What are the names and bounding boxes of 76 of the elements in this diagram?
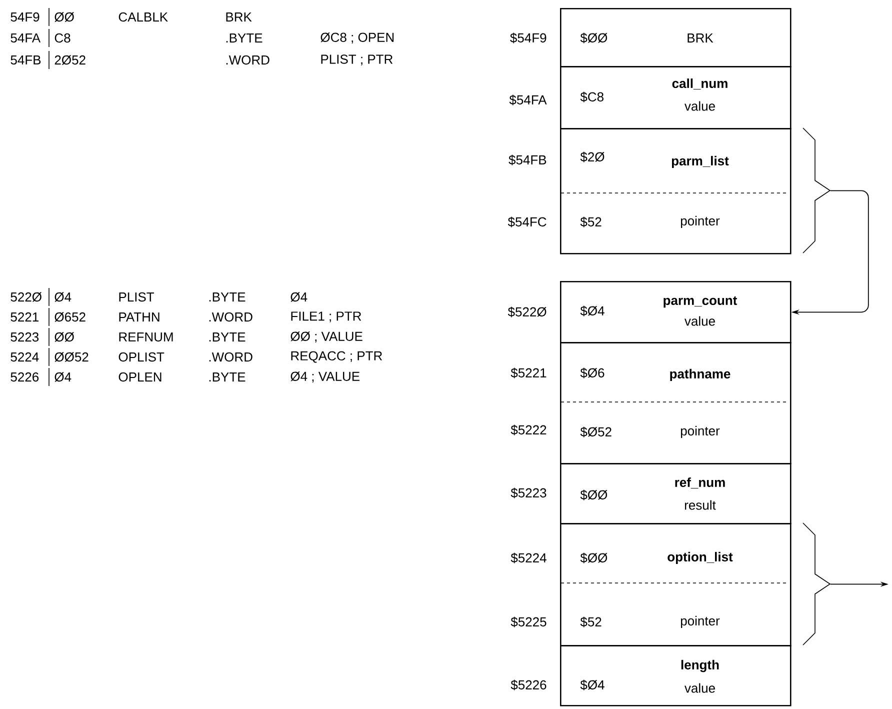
- field-type: pointer: [680, 426, 720, 438]
- operand: Ø4: [290, 292, 308, 302]
- operand: ØØ ; VALUE: [290, 332, 362, 342]
- label-name: REFNUM: [119, 332, 173, 342]
- byte-value: $2Ø: [580, 152, 604, 162]
- operand: REQACC ; PTR: [291, 351, 382, 363]
- byte-code: 2Ø52: [54, 55, 86, 65]
- memory-address: $54FB: [508, 154, 546, 166]
- field-name: option_list: [668, 552, 733, 564]
- address: 522Ø: [10, 292, 42, 302]
- address: 54FB: [10, 55, 41, 65]
- memory-address: $5222: [510, 424, 546, 436]
- memory-address: $5224: [510, 552, 546, 564]
- opcode: .WORD: [226, 55, 270, 65]
- field-name: parm_list: [672, 156, 729, 168]
- byte-code: ØØ52: [54, 352, 88, 362]
- field-type: value: [684, 316, 715, 326]
- opcode: .BYTE: [209, 292, 246, 302]
- address: 54F9: [10, 12, 40, 22]
- operand: ØC8 ; OPEN: [320, 32, 394, 44]
- field-type: pointer: [680, 616, 720, 628]
- operand: PLIST ; PTR: [321, 54, 393, 66]
- curly-brace: [802, 128, 831, 254]
- opcode: .BYTE: [209, 332, 246, 342]
- memory-address: $54F9: [510, 32, 546, 44]
- operand: Ø4 ; VALUE: [290, 372, 360, 382]
- label-name: OPLEN: [118, 372, 162, 382]
- byte-value: $ØØ: [580, 552, 608, 564]
- field-type: BRK: [688, 34, 714, 42]
- label-name: PLIST: [119, 292, 154, 302]
- byte-code: ØØ: [54, 332, 74, 342]
- byte-value: $ØØ: [580, 490, 608, 500]
- byte-code: Ø4: [54, 292, 72, 302]
- memory-address: $5225: [510, 616, 546, 628]
- field-type: pointer: [680, 216, 720, 228]
- memory-address: $54FC: [508, 216, 546, 228]
- opcode: .WORD: [209, 352, 252, 362]
- memory-address: $5223: [510, 488, 546, 498]
- field-type: result: [684, 500, 716, 510]
- field-name: pathname: [670, 368, 730, 382]
- field-type: value: [684, 683, 715, 693]
- byte-code: Ø652: [54, 312, 86, 322]
- opcode: .BYTE: [209, 372, 246, 382]
- memory-address: $5221: [510, 368, 546, 378]
- address: 5223: [10, 332, 39, 342]
- byte-value: $52: [580, 216, 602, 228]
- byte-value: $Ø6: [580, 368, 604, 378]
- memory-address: $5226: [510, 680, 546, 690]
- address: 5221: [10, 312, 38, 322]
- address: 5226: [10, 372, 39, 382]
- opcode: .WORD: [209, 312, 252, 322]
- field-name: ref_num: [675, 477, 725, 488]
- byte-value: $Ø52: [580, 426, 612, 438]
- field-type: value: [684, 101, 715, 111]
- memory-address: $54FA: [509, 94, 547, 106]
- byte-value: $ØØ: [580, 32, 608, 44]
- label-name: CALBLK: [118, 12, 168, 22]
- byte-value: $Ø4: [580, 680, 604, 690]
- field-name: call_num: [672, 78, 728, 90]
- memory-address: $522Ø: [508, 306, 546, 318]
- byte-code: ØØ: [54, 12, 74, 22]
- field-name: length: [681, 660, 719, 672]
- byte-code: C8: [54, 33, 70, 43]
- label-name: OPLIST: [118, 352, 164, 362]
- field-name: parm_count: [664, 296, 738, 308]
- byte-value: $C8: [580, 92, 604, 102]
- opcode: BRK: [226, 12, 252, 22]
- label-name: PATHN: [119, 312, 160, 322]
- byte-value: $52: [580, 616, 602, 628]
- curly-brace: [802, 522, 831, 646]
- address: 5224: [10, 352, 39, 362]
- address: 54FA: [10, 33, 41, 43]
- operand: FILE1 ; PTR: [291, 312, 362, 322]
- byte-value: $Ø4: [580, 306, 604, 316]
- opcode: .BYTE: [226, 34, 262, 42]
- byte-code: Ø4: [54, 372, 72, 382]
